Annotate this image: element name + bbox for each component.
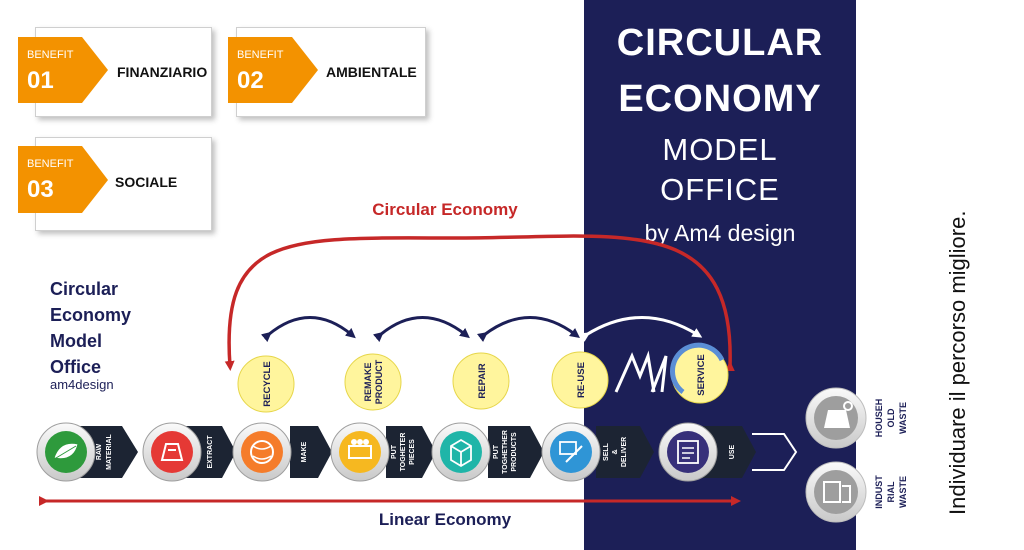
trash-bag-icon — [824, 401, 853, 428]
benefit-tag: BENEFIT — [27, 158, 74, 170]
leaf-icon — [53, 442, 79, 460]
step-put-together-products: PUT TOGHETHER PRODUCTS — [431, 422, 518, 482]
benefit-label-sociale: SOCIALE — [115, 174, 177, 190]
side-tagline: Individuare il percorso migliore. — [945, 210, 970, 515]
step-sell-deliver: SELL & DELIVER — [541, 422, 628, 482]
svg-text:RE-USE: RE-USE — [576, 362, 587, 398]
benefit-number: 01 — [27, 67, 54, 94]
svg-text:TOGHETHER: TOGHETHER — [502, 430, 509, 474]
industrial-waste-icon — [823, 481, 851, 503]
benefit-chevron-01: BENEFIT 01 — [18, 37, 108, 103]
repair-reuse-arrow — [476, 316, 580, 343]
step-extract: EXTRACT — [142, 422, 214, 482]
svg-text:PRODUCT: PRODUCT — [374, 359, 384, 404]
left-title-line3: Model — [50, 331, 102, 351]
delivery-icon — [559, 441, 583, 463]
benefit-chevron-03: BENEFIT 03 — [18, 146, 108, 213]
circular-economy-arrow — [224, 234, 735, 372]
svg-text:RECYCLE: RECYCLE — [262, 361, 273, 406]
left-brand: am4design — [50, 377, 114, 392]
waste-industrial: INDUST RIAL WASTE — [805, 461, 908, 523]
svg-text:REPAIR: REPAIR — [477, 363, 488, 398]
svg-text:PRODUCTS: PRODUCTS — [511, 432, 518, 472]
panel-title-line4: OFFICE — [660, 172, 780, 207]
panel-byline: by Am4 design — [644, 220, 796, 246]
benefit-number: 03 — [27, 176, 54, 203]
panel-title-line1: CIRCULAR — [616, 22, 824, 64]
panel-title-line3: MODEL — [662, 132, 778, 167]
svg-text:PUT: PUT — [391, 444, 398, 459]
benefit-tag: BENEFIT — [237, 49, 284, 61]
svg-text:PUT: PUT — [493, 444, 500, 459]
svg-text:SERVICE: SERVICE — [696, 354, 707, 396]
step-use: USE — [658, 422, 736, 482]
benefit-label-ambientale: AMBIENTALE — [326, 64, 417, 80]
circle-re-use: RE-USE — [551, 351, 609, 409]
left-title-line2: Economy — [50, 305, 132, 325]
circle-recycle: RECYCLE — [237, 355, 295, 413]
circular-economy-label: Circular Economy — [372, 200, 518, 219]
extract-icon — [160, 443, 184, 461]
circle-service: SERVICE — [670, 342, 729, 404]
svg-text:WASTE: WASTE — [898, 476, 908, 508]
svg-text:USE: USE — [729, 444, 736, 459]
use-icon — [677, 440, 699, 464]
svg-text:DELIVER: DELIVER — [621, 437, 628, 467]
svg-text:TOGHETER: TOGHETER — [400, 433, 407, 472]
svg-text:OLD: OLD — [886, 408, 896, 427]
step-make: MAKE — [232, 422, 308, 482]
svg-text:SELL: SELL — [603, 442, 610, 461]
svg-text:RAW: RAW — [96, 443, 103, 460]
benefit-chevron-02: BENEFIT 02 — [228, 37, 318, 103]
svg-text:REMAKE: REMAKE — [363, 362, 373, 401]
circle-repair: REPAIR — [452, 352, 510, 410]
reuse-service-arrow — [579, 316, 703, 342]
yarn-icon — [250, 440, 274, 464]
svg-text:WASTE: WASTE — [898, 402, 908, 434]
box-icon — [450, 438, 472, 468]
benefit-label-finanziario: FINANZIARIO — [117, 64, 207, 80]
svg-text:EXTRACT: EXTRACT — [207, 435, 214, 469]
svg-text:&: & — [612, 449, 619, 454]
remake-repair-arrow — [372, 316, 470, 343]
left-title-line1: Circular — [50, 279, 119, 299]
recycle-remake-arrow — [260, 316, 356, 343]
left-title-line4: Office — [50, 357, 102, 377]
step-raw-material: RAW MATERIAL — [36, 422, 113, 482]
panel-title-line2: ECONOMY — [618, 78, 822, 120]
benefit-number: 02 — [237, 67, 264, 94]
left-title-block: Circular Economy Model Office — [50, 276, 131, 380]
svg-text:PIECES: PIECES — [409, 439, 416, 465]
linear-economy-label: Linear Economy — [378, 510, 512, 529]
svg-text:INDUST: INDUST — [874, 475, 884, 509]
svg-text:MAKE: MAKE — [301, 441, 308, 462]
waste-household: HOUSEH OLD WASTE — [805, 387, 908, 449]
am4-logo-icon — [614, 350, 668, 393]
svg-text:HOUSEH: HOUSEH — [874, 399, 884, 438]
svg-text:MATERIAL: MATERIAL — [106, 433, 113, 469]
circle-remake-product: REMAKE PRODUCT — [344, 353, 402, 411]
svg-text:RIAL: RIAL — [886, 481, 896, 502]
step-put-together-pieces: PUT TOGHETER PIECES — [330, 422, 416, 482]
pieces-icon — [348, 439, 372, 459]
benefit-tag: BENEFIT — [27, 49, 74, 61]
